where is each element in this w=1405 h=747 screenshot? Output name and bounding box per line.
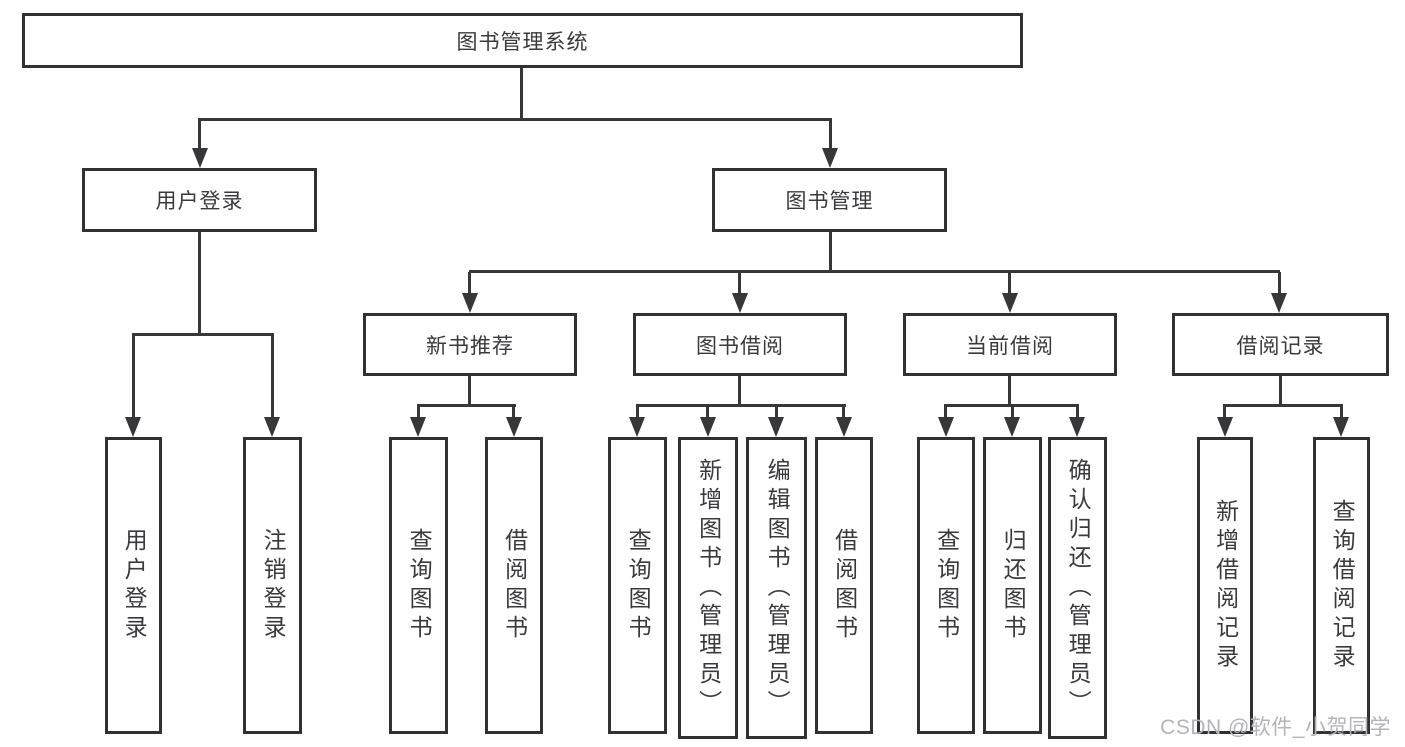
node-label: 图书借阅	[696, 334, 784, 358]
connector-arrow	[1004, 417, 1020, 437]
connector-line	[468, 376, 471, 407]
node-borrow-records: 借阅记录	[1172, 313, 1389, 376]
connector-arrow	[732, 293, 748, 313]
connector-line	[132, 333, 274, 336]
connector-arrow	[1271, 293, 1287, 313]
connector-line	[417, 404, 420, 418]
node-book-management: 图书管理	[712, 168, 947, 232]
node-current-borrow: 当前借阅	[903, 313, 1117, 376]
connector-arrow	[1333, 417, 1349, 437]
connector-arrow	[1217, 417, 1233, 437]
connector-arrow	[629, 417, 645, 437]
connector-line	[1076, 404, 1079, 418]
leaf-borrow-books-recommend: 借阅图书	[485, 437, 543, 734]
connector-line	[1223, 404, 1226, 418]
connector-line	[842, 404, 845, 418]
connector-arrow	[264, 417, 280, 437]
connector-arrow	[1002, 293, 1018, 313]
connector-line	[469, 270, 1280, 273]
leaf-borrow-books: 借阅图书	[815, 437, 873, 734]
connector-line	[468, 272, 471, 294]
node-label: 图书管理系统	[456, 30, 589, 54]
connector-arrow	[192, 148, 208, 168]
connector-line	[1223, 404, 1343, 407]
connector-arrow	[1069, 417, 1085, 437]
leaf-label: 归还图书	[1000, 527, 1027, 644]
connector-line	[1008, 272, 1011, 294]
connector-arrow	[836, 417, 852, 437]
connector-line	[198, 232, 201, 336]
leaf-label: 借阅图书	[501, 527, 528, 644]
leaf-add-borrow-record: 新增借阅记录	[1197, 437, 1253, 734]
connector-line	[512, 404, 515, 418]
leaf-user-login: 用户登录	[105, 437, 162, 734]
connector-line	[636, 404, 639, 418]
leaf-add-book-admin: 新增图书（管理员）	[678, 437, 738, 739]
leaf-label: 借阅图书	[831, 527, 858, 644]
connector-line	[706, 404, 709, 418]
connector-arrow	[700, 417, 716, 437]
csdn-watermark: CSDN @软件_小贺同学	[1160, 716, 1391, 739]
leaf-confirm-return-admin: 确认归还（管理员）	[1048, 437, 1107, 739]
node-label: 当前借阅	[966, 334, 1054, 358]
connector-line	[1279, 376, 1282, 407]
connector-line	[417, 404, 516, 407]
leaf-label: 编辑图书（管理员）	[764, 457, 791, 719]
leaf-logout: 注销登录	[243, 437, 302, 734]
connector-arrow	[462, 293, 478, 313]
connector-line	[132, 335, 135, 417]
leaf-label: 查询图书	[406, 527, 433, 644]
node-label: 借阅记录	[1236, 334, 1325, 358]
node-new-book-recommend: 新书推荐	[363, 313, 577, 376]
node-book-borrow: 图书借阅	[633, 313, 847, 376]
connector-line	[944, 404, 947, 418]
leaf-return-books: 归还图书	[983, 437, 1042, 734]
leaf-query-books-recommend: 查询图书	[389, 437, 448, 734]
node-user-login: 用户登录	[82, 168, 317, 232]
connector-line	[1008, 376, 1011, 407]
node-label: 新书推荐	[426, 334, 514, 358]
leaf-label: 查询图书	[933, 527, 960, 644]
connector-arrow	[125, 417, 141, 437]
connector-arrow	[938, 417, 954, 437]
leaf-query-books-current: 查询图书	[917, 437, 975, 734]
connector-arrow	[410, 417, 426, 437]
leaf-label: 查询图书	[625, 527, 652, 644]
leaf-label: 用户登录	[121, 527, 148, 644]
connector-line	[1278, 272, 1281, 294]
connector-line	[1011, 404, 1014, 418]
connector-line	[198, 118, 832, 121]
node-label: 用户登录	[155, 190, 244, 213]
connector-line	[271, 335, 274, 417]
connector-line	[1340, 404, 1343, 418]
leaf-edit-book-admin: 编辑图书（管理员）	[746, 437, 807, 739]
leaf-query-borrow-record: 查询借阅记录	[1313, 437, 1370, 734]
connector-line	[738, 272, 741, 294]
node-label: 图书管理	[785, 190, 874, 213]
connector-arrow	[822, 148, 838, 168]
leaf-label: 查询借阅记录	[1329, 498, 1356, 673]
connector-line	[829, 120, 832, 148]
leaf-label: 注销登录	[260, 527, 287, 644]
node-library-system: 图书管理系统	[22, 13, 1023, 68]
connector-line	[738, 376, 741, 407]
connector-line	[829, 232, 832, 272]
connector-line	[520, 68, 523, 121]
connector-line	[775, 404, 778, 418]
leaf-label: 新增图书（管理员）	[695, 457, 722, 719]
connector-arrow	[768, 417, 784, 437]
connector-line	[198, 120, 201, 148]
connector-arrow	[506, 417, 522, 437]
leaf-label: 确认归还（管理员）	[1065, 457, 1092, 719]
leaf-label: 新增借阅记录	[1212, 498, 1239, 673]
connector-line	[636, 404, 846, 407]
leaf-query-books-borrow: 查询图书	[608, 437, 667, 734]
